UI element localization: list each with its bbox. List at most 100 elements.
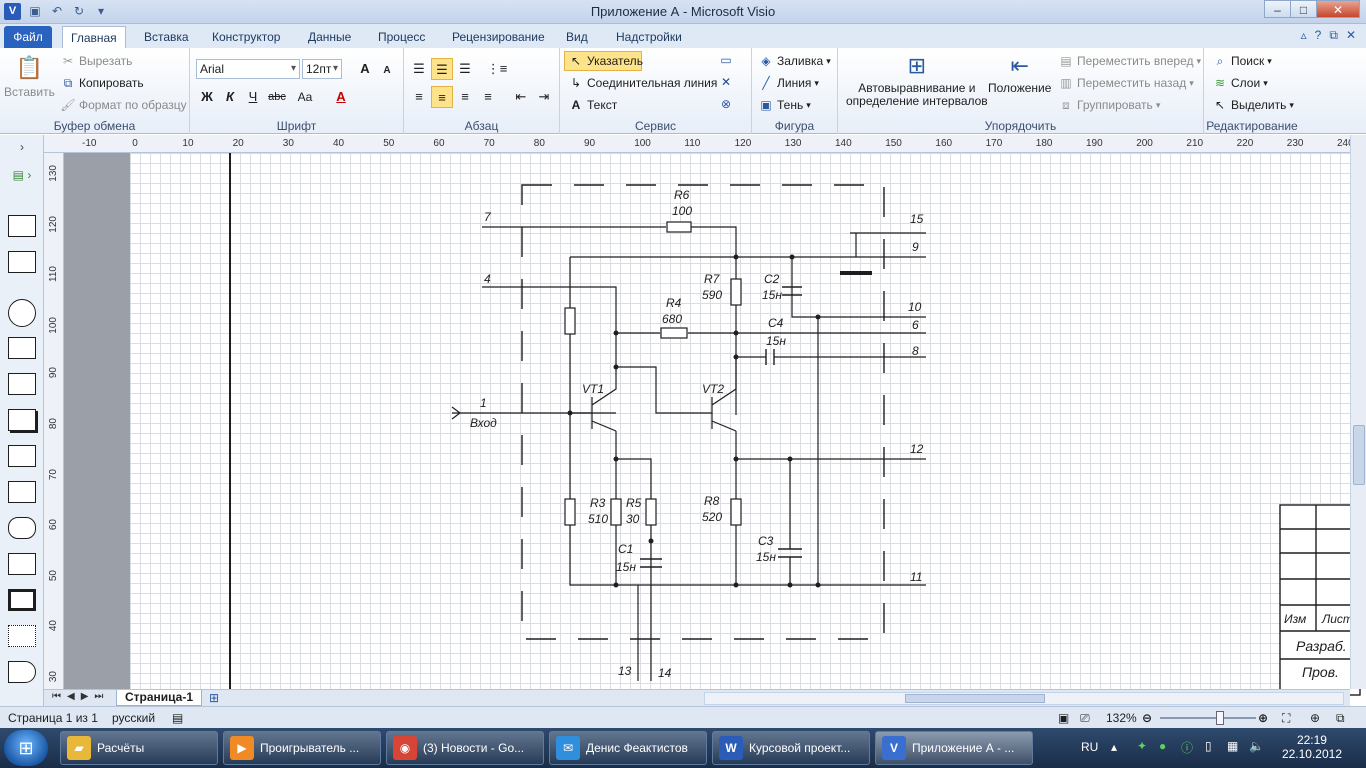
tab-file[interactable]: Файл	[4, 26, 52, 48]
rectangle-tool-button[interactable]: ▭	[718, 52, 734, 68]
language-status[interactable]: русский	[112, 711, 156, 725]
undo-icon[interactable]: ↶	[51, 4, 63, 18]
bullets-button[interactable]: ⋮≡	[486, 61, 508, 76]
font-family-select[interactable]: Arial	[196, 59, 300, 79]
taskbar-item[interactable]: ▰Расчёты	[60, 731, 218, 765]
pointer-tool-button[interactable]: ↖Указатель	[568, 53, 643, 69]
tray-skype-icon[interactable]: ●	[1159, 739, 1167, 753]
shape-box[interactable]	[8, 373, 36, 395]
tab-data[interactable]: Данные	[308, 30, 352, 44]
minimize-button[interactable]: –	[1264, 0, 1291, 18]
network-icon[interactable]: ▦	[1227, 739, 1239, 753]
expand-shapes-icon[interactable]: ›	[20, 140, 24, 154]
more-shapes-icon[interactable]: ▤ ›	[12, 168, 32, 182]
zoom-level[interactable]: 132%	[1106, 711, 1137, 725]
restore-doc-icon[interactable]: ⧉	[1329, 28, 1338, 42]
clock[interactable]: 22:19 22.10.2012	[1282, 733, 1342, 761]
tab-insert[interactable]: Вставка	[144, 30, 189, 44]
switch-windows-icon[interactable]: ⧉	[1336, 711, 1345, 725]
shape-frame[interactable]	[8, 337, 36, 359]
tab-addins[interactable]: Надстройки	[616, 30, 682, 44]
shape-double[interactable]	[8, 553, 36, 575]
show-hidden-icons-icon[interactable]: ▴	[1111, 740, 1118, 754]
connector-tool-button[interactable]: ↳Соединительная линия	[568, 75, 717, 91]
zoom-slider[interactable]	[1160, 717, 1256, 719]
fit-page-icon[interactable]: ⛶	[1282, 711, 1291, 725]
shape-circle[interactable]	[8, 299, 36, 327]
page-tab-1[interactable]: Страница-1	[116, 690, 202, 706]
horizontal-scrollbar[interactable]	[704, 692, 1344, 705]
pan-zoom-icon[interactable]: ⊕	[1310, 711, 1321, 725]
drawing-page[interactable]: R6 100 R7 590 R4 680 C2 15н C4 15н R3 51…	[130, 153, 1361, 696]
tray-app-icon[interactable]: ✦	[1137, 739, 1148, 753]
macro-icon[interactable]: ▤	[172, 711, 184, 725]
line-button[interactable]: ╱Линия▾	[758, 75, 819, 91]
font-size-select[interactable]: 12пт	[302, 59, 342, 79]
help-icon[interactable]: ?	[1314, 28, 1322, 42]
fill-button[interactable]: ◈Заливка▾	[758, 53, 830, 69]
taskbar-item[interactable]: ▶Проигрыватель ...	[223, 731, 381, 765]
change-case-button[interactable]: Aa	[297, 90, 313, 104]
schematic-drawing[interactable]: R6 100 R7 590 R4 680 C2 15н C4 15н R3 51…	[130, 153, 1361, 696]
select-button[interactable]: ↖Выделить▾	[1212, 97, 1294, 113]
italic-button[interactable]: К	[226, 89, 234, 104]
collapse-ribbon-icon[interactable]: ▵	[1300, 28, 1307, 42]
group-button[interactable]: ⧈Группировать▾	[1058, 97, 1160, 113]
visio-app-icon[interactable]: V	[4, 3, 21, 20]
delete-connector-button[interactable]: ✕	[718, 74, 734, 90]
layers-button[interactable]: ≋Слои▾	[1212, 75, 1268, 91]
shape-dotted[interactable]	[8, 625, 36, 647]
align-middle-button[interactable]: ☰	[431, 58, 453, 80]
zoom-in-icon[interactable]: ⊕	[1258, 711, 1269, 725]
cut-button[interactable]: ✂Вырезать	[60, 53, 132, 69]
tab-process[interactable]: Процесс	[378, 30, 426, 44]
tray-info-icon[interactable]: ⓘ	[1181, 741, 1194, 755]
copy-button[interactable]: ⧉Копировать	[60, 75, 144, 91]
shape-rectangle[interactable]	[8, 215, 36, 237]
close-doc-icon[interactable]: ✕	[1345, 28, 1356, 42]
align-center-button[interactable]: ≡	[431, 86, 453, 108]
vertical-scrollbar[interactable]	[1350, 135, 1366, 689]
shape-rounded[interactable]	[8, 517, 36, 539]
zoom-slider-knob[interactable]	[1215, 711, 1224, 725]
shape-bold[interactable]	[8, 589, 36, 611]
volume-icon[interactable]: 🔈	[1249, 739, 1264, 753]
maximize-button[interactable]: □	[1290, 0, 1317, 18]
shrink-font-button[interactable]: A	[383, 65, 391, 76]
shape-delay[interactable]	[8, 661, 36, 683]
tab-home[interactable]: Главная	[62, 26, 126, 48]
taskbar-item[interactable]: ◉(3) Новости - Go...	[386, 731, 544, 765]
strikethrough-button[interactable]: abc	[268, 91, 286, 103]
justify-button[interactable]: ≡	[484, 89, 492, 104]
grow-font-button[interactable]: A	[360, 61, 370, 76]
close-button[interactable]: ✕	[1316, 0, 1360, 18]
vertical-scroll-thumb[interactable]	[1353, 425, 1365, 485]
shape-terminator[interactable]	[8, 481, 36, 503]
increase-indent-button[interactable]: ⇥	[538, 89, 550, 104]
full-screen-icon[interactable]: ⎚	[1080, 711, 1090, 725]
customize-qat-icon[interactable]: ▾	[97, 4, 105, 18]
align-bottom-button[interactable]: ☰	[459, 61, 471, 76]
tab-design[interactable]: Конструктор	[212, 30, 281, 44]
connection-point-button[interactable]: ⊗	[718, 96, 734, 112]
tab-view[interactable]: Вид	[566, 30, 588, 44]
zoom-out-icon[interactable]: ⊖	[1142, 711, 1153, 725]
decrease-indent-button[interactable]: ⇤	[515, 89, 527, 104]
page-nav-arrows[interactable]: ⏮◀▶⏭	[52, 691, 110, 702]
format-painter-button[interactable]: 🖌Формат по образцу	[60, 97, 186, 113]
align-left-button[interactable]: ≡	[415, 89, 423, 104]
shape-shadow-box[interactable]	[8, 409, 36, 431]
input-language[interactable]: RU	[1081, 740, 1099, 754]
insert-page-button[interactable]: ⊞	[206, 690, 222, 706]
taskbar-item[interactable]: ✉Денис Феактистов	[549, 731, 707, 765]
drawing-canvas[interactable]: R6 100 R7 590 R4 680 C2 15н C4 15н R3 51…	[64, 153, 1361, 696]
bold-button[interactable]: Ж	[201, 89, 213, 104]
tray-device-icon[interactable]: ▯	[1205, 739, 1212, 753]
align-right-button[interactable]: ≡	[461, 89, 469, 104]
auto-align-button[interactable]: ⊞ Автовыравнивание и определение интерва…	[846, 50, 988, 108]
redo-icon[interactable]: ↻	[73, 4, 85, 18]
page-count-status[interactable]: Страница 1 из 1	[8, 711, 98, 725]
